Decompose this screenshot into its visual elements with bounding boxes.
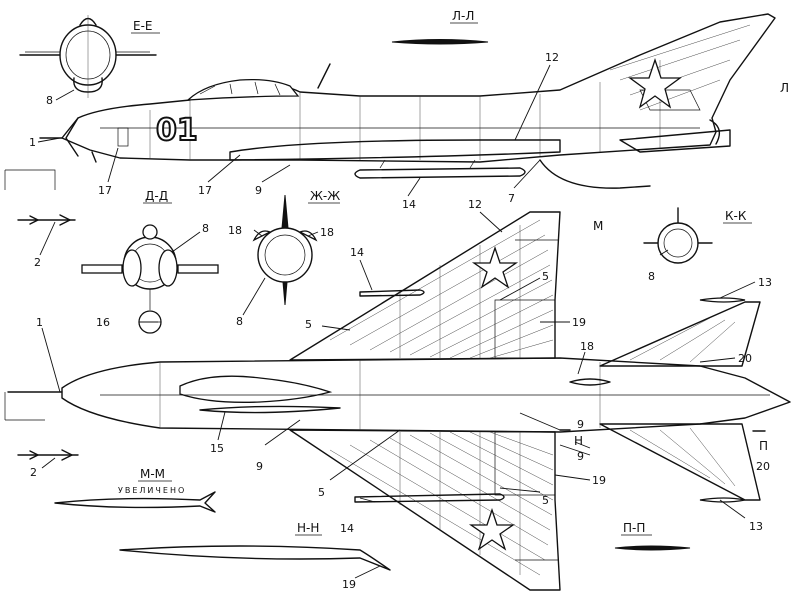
missile-side-bottom (17, 449, 79, 461)
callout-20-a: 20 (738, 352, 752, 365)
callout-15: 15 (210, 442, 224, 455)
label-section-m: М (593, 219, 603, 233)
callout-8-ee: 8 (46, 94, 53, 107)
label-section-ee: Е-Е (133, 19, 153, 33)
callout-13-a: 13 (758, 276, 772, 289)
callout-14-side: 14 (402, 198, 416, 211)
callout-12-side: 12 (545, 51, 559, 64)
callout-20-b: 20 (756, 460, 770, 473)
ground-line-top (4, 169, 56, 190)
callout-19-b: 19 (592, 474, 606, 487)
star-insignia-upper-wing (471, 245, 519, 289)
label-section-kk: К-К (725, 209, 747, 223)
callout-1-side: 1 (29, 136, 36, 149)
callout-9-side: 9 (255, 184, 262, 197)
callout-8-kk: 8 (648, 270, 655, 283)
label-section-pp: П-П (623, 521, 645, 535)
section-mm-profile (54, 491, 216, 513)
leader-lines (37, 64, 756, 579)
callout-18-a: 18 (228, 224, 242, 237)
callout-16: 16 (96, 316, 110, 329)
section-markers (559, 429, 766, 432)
callout-17-a: 17 (98, 184, 112, 197)
callout-9-plan-a: 9 (256, 460, 263, 473)
callout-2-top: 2 (34, 256, 41, 269)
callout-19-c: 19 (342, 578, 356, 591)
label-section-l: Л (780, 81, 789, 95)
label-section-nn: Н-Н (297, 521, 319, 535)
plan-view-aircraft (7, 211, 791, 591)
callout-18-plan: 18 (580, 340, 594, 353)
missile-side-top (17, 214, 76, 226)
callout-8-zhzh: 8 (236, 315, 243, 328)
callout-5-d: 5 (542, 494, 549, 507)
callout-9-plan-c: 9 (577, 450, 584, 463)
callout-5-b: 5 (305, 318, 312, 331)
label-section-n: Н (574, 434, 583, 448)
callout-5-a: 5 (542, 270, 549, 283)
callout-14-plan-b: 14 (340, 522, 354, 535)
section-kk-view (643, 207, 713, 264)
section-zhzh-view (252, 194, 318, 306)
callout-12-plan: 12 (468, 198, 482, 211)
label-section-p: П (759, 439, 768, 453)
callout-13-b: 13 (749, 520, 763, 533)
star-insignia-tail (628, 57, 682, 109)
label-section-dd: Д-Д (145, 189, 168, 203)
callout-9-plan-b: 9 (577, 418, 584, 431)
ground-line-bottom (4, 392, 45, 421)
label-section-zhzh: Ж-Ж (310, 189, 340, 203)
side-number: 01 (156, 113, 198, 148)
label-section-mm: М-М (140, 467, 165, 481)
section-ee-view (19, 15, 157, 98)
star-insignia-lower-wing (468, 507, 516, 551)
callout-19-a: 19 (572, 316, 586, 329)
callout-18-b: 18 (320, 226, 334, 239)
callout-14-plan-a: 14 (350, 246, 364, 259)
callout-2-bottom: 2 (30, 466, 37, 479)
callout-5-c: 5 (318, 486, 325, 499)
callout-17-b: 17 (198, 184, 212, 197)
side-view-fuselage (39, 13, 776, 189)
section-nn-profile (119, 545, 391, 571)
label-magnified: УВЕЛИЧЕНО (118, 486, 186, 495)
callout-1-plan: 1 (36, 316, 43, 329)
callout-8-dd: 8 (202, 222, 209, 235)
callout-7-side: 7 (508, 192, 515, 205)
label-section-ll: Л-Л (452, 9, 474, 23)
section-ll-profile (391, 39, 489, 45)
section-dd-view (81, 224, 219, 334)
section-pp-profile (614, 545, 691, 551)
